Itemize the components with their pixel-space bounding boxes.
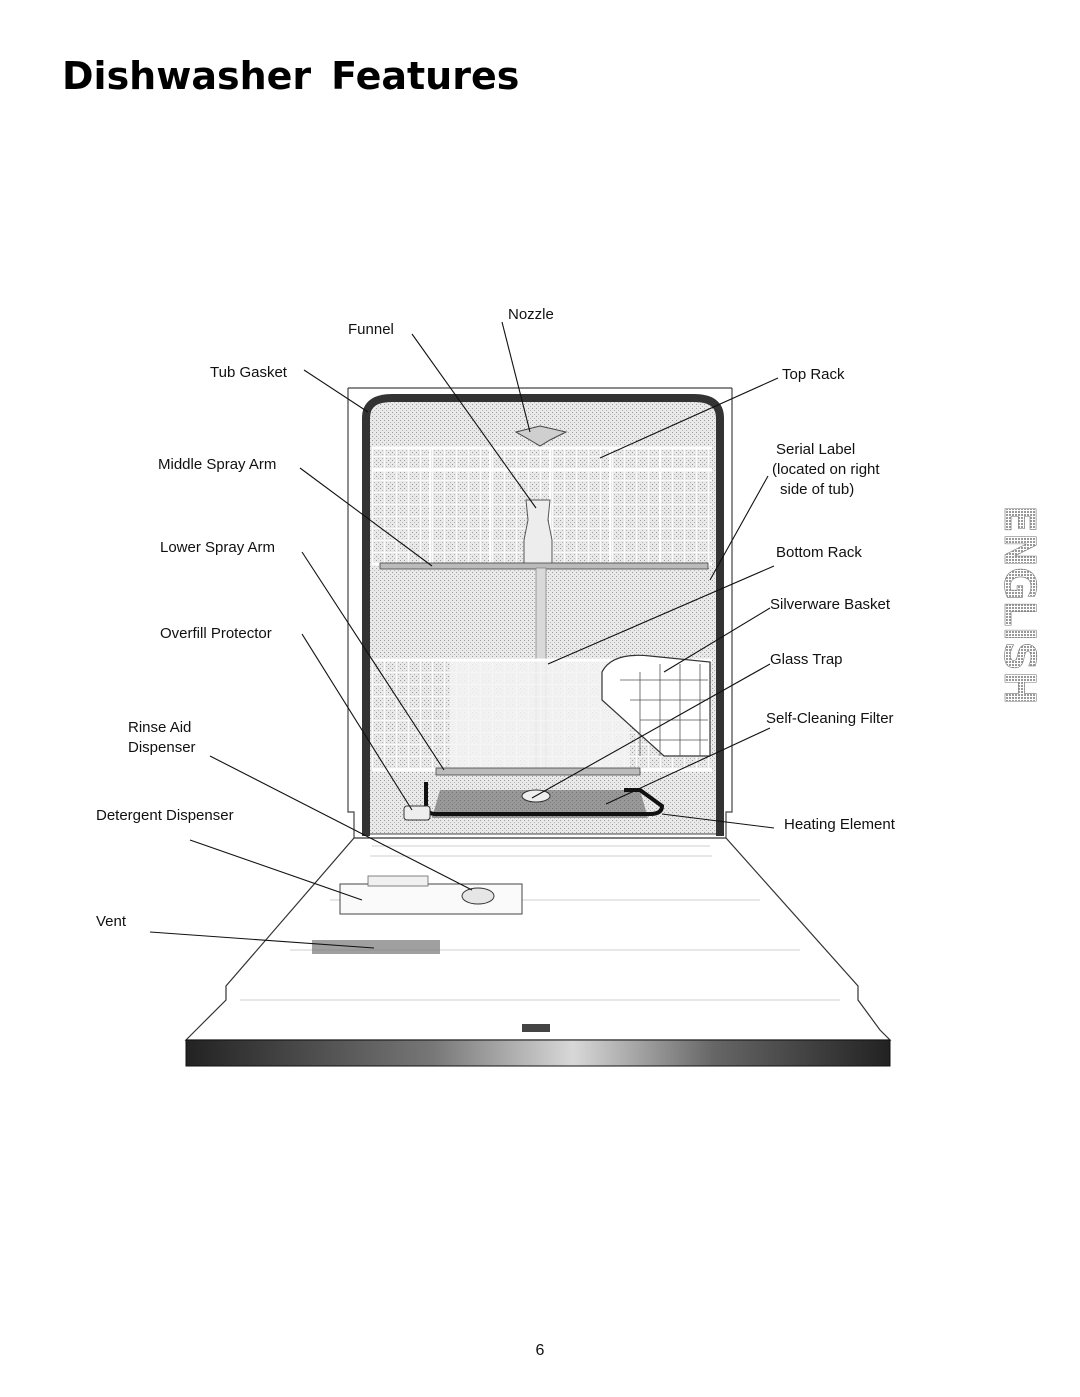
label-detergent-dispenser: Detergent Dispenser bbox=[96, 807, 234, 824]
language-tab-english: ENGLISH bbox=[994, 505, 1040, 705]
title-word-dishwasher: Dishwasher bbox=[62, 54, 312, 98]
label-nozzle: Nozzle bbox=[508, 306, 554, 323]
title-word-features: Features bbox=[331, 54, 520, 98]
tub-gasket bbox=[362, 394, 724, 836]
cabinet-frame bbox=[347, 387, 733, 840]
lower-spray-arm bbox=[435, 767, 641, 776]
label-lower-spray-arm: Lower Spray Arm bbox=[160, 539, 275, 556]
nozzle bbox=[514, 425, 568, 447]
page-number: 6 bbox=[535, 1342, 545, 1359]
label-overfill-protector: Overfill Protector bbox=[160, 625, 272, 642]
label-serial-note-line2: side of tub) bbox=[780, 481, 854, 498]
label-serial-note-line1: (located on right bbox=[772, 461, 880, 478]
label-rinse-aid-line1: Rinse Aid bbox=[128, 719, 191, 736]
label-self-cleaning-filter: Self-Cleaning Filter bbox=[766, 710, 894, 727]
label-glass-trap: Glass Trap bbox=[770, 651, 843, 668]
label-heating-element: Heating Element bbox=[784, 816, 896, 833]
silverware-basket bbox=[601, 654, 711, 757]
label-tub-gasket: Tub Gasket bbox=[210, 364, 288, 381]
vent bbox=[312, 940, 440, 954]
page-title: Dishwasher Features bbox=[62, 54, 519, 98]
detergent-dispenser bbox=[339, 883, 523, 915]
language-tab-text: ENGLISH bbox=[994, 505, 1040, 705]
label-serial-label: Serial Label bbox=[776, 441, 855, 458]
dishwasher-door bbox=[184, 837, 892, 1041]
overfill-protector bbox=[403, 805, 431, 821]
rinse-aid-dispenser bbox=[461, 887, 495, 905]
label-bottom-rack: Bottom Rack bbox=[776, 544, 862, 561]
funnel bbox=[523, 499, 553, 566]
label-rinse-aid-line2: Dispenser bbox=[128, 739, 196, 756]
label-silverware-basket: Silverware Basket bbox=[770, 596, 891, 613]
door-front-edge bbox=[185, 1039, 891, 1067]
label-middle-spray-arm: Middle Spray Arm bbox=[158, 456, 276, 473]
label-top-rack: Top Rack bbox=[782, 366, 845, 383]
leader-lines bbox=[149, 321, 779, 949]
bottom-rack bbox=[372, 658, 712, 772]
label-vent: Vent bbox=[96, 913, 127, 930]
label-funnel: Funnel bbox=[348, 321, 394, 338]
